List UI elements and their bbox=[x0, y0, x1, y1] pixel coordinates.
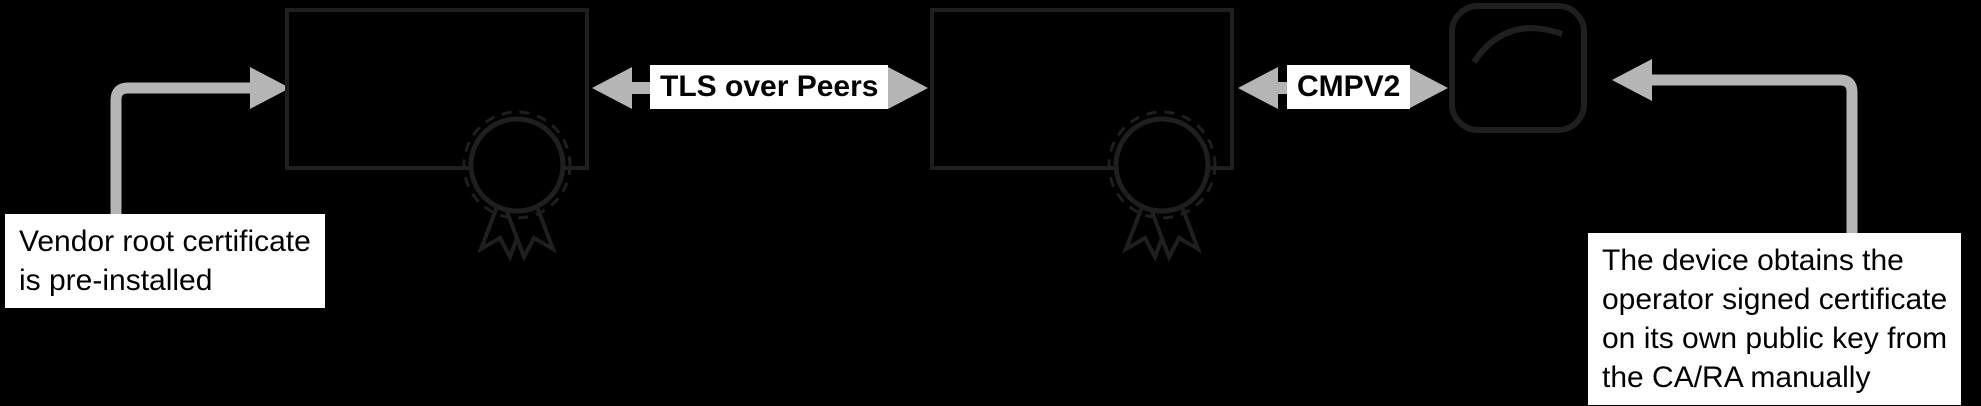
device-signal-arc-icon bbox=[1471, 25, 1564, 64]
cmpv2-arrowhead-left-icon bbox=[1238, 67, 1278, 109]
tls-protocol-label: TLS over Peers bbox=[650, 65, 889, 109]
device-icon bbox=[1449, 3, 1587, 133]
vendor-arrow-line bbox=[110, 82, 252, 216]
device-arrow-line bbox=[1650, 74, 1858, 235]
cmpv2-protocol-label: CMPV2 bbox=[1287, 65, 1411, 109]
cmpv2-arrowhead-right-icon bbox=[1408, 67, 1448, 109]
vendor-arrowhead-icon bbox=[250, 67, 290, 109]
tls-arrowhead-right-icon bbox=[888, 67, 928, 109]
vendor-certificate-note: Vendor root certificate is pre-installed bbox=[5, 214, 325, 308]
device-certificate-note: The device obtains the operator signed c… bbox=[1588, 233, 1962, 405]
tls-arrowhead-left-icon bbox=[592, 67, 632, 109]
device-arrowhead-icon bbox=[1612, 59, 1652, 101]
